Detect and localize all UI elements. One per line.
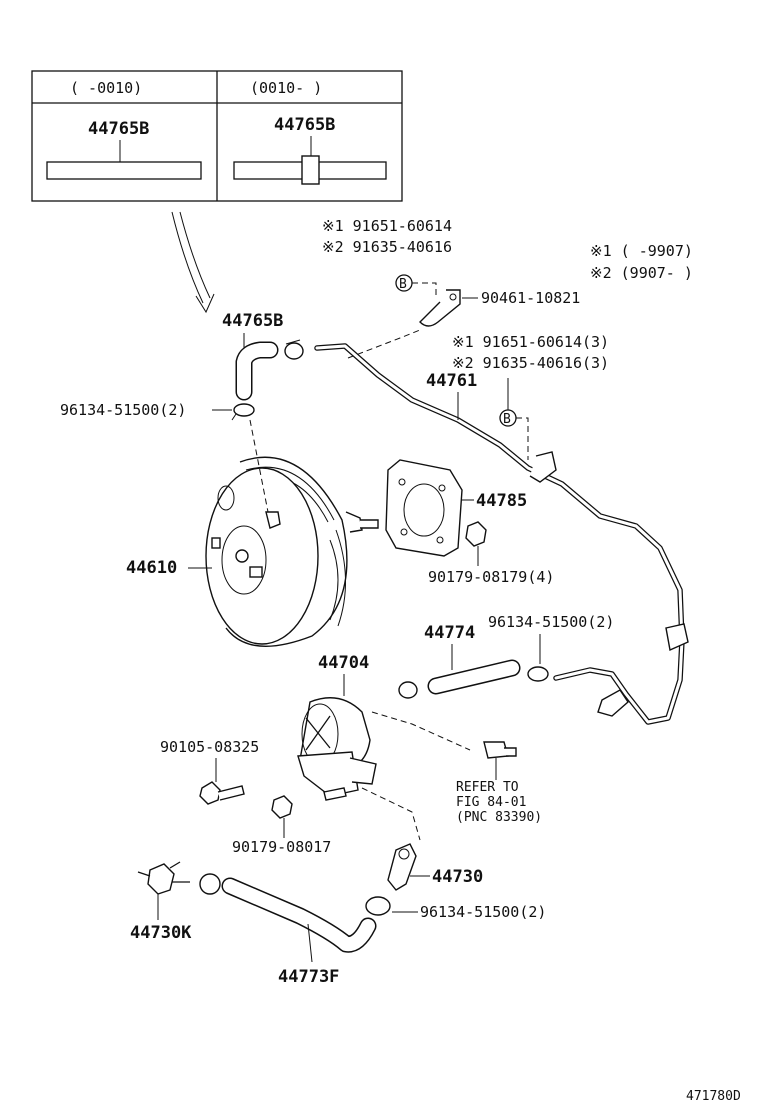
booster-center-boss — [221, 525, 267, 595]
label-44774: 44774 — [424, 623, 475, 643]
label-91635-mid: ※2 91635-40616(3) — [452, 354, 609, 372]
bolt-b-mid: B — [499, 409, 517, 427]
vacuum-pipe-44761 — [314, 343, 685, 725]
vacuum-pump-44704 — [297, 697, 377, 797]
hose-44773f — [221, 877, 377, 953]
label-91651-mid: ※1 91651-60614(3) — [452, 333, 609, 351]
clamp-upper-right — [284, 339, 304, 360]
pipe-bracket-lower — [597, 689, 629, 717]
inset-col1-header: ( -0010) — [70, 79, 142, 97]
pipe-bracket-upper — [529, 451, 557, 483]
clamp-44774-left — [398, 681, 418, 699]
stud-pump — [323, 787, 347, 801]
pipe-to-clip-dash — [347, 329, 421, 359]
check-valve-44730 — [387, 843, 417, 891]
booster-port-hole — [217, 485, 235, 511]
note-2: ※2 (9907- ) — [590, 264, 693, 282]
pump-bracket — [297, 751, 359, 797]
hose-44765b — [235, 341, 279, 401]
refer-line-1: REFER TO — [456, 780, 519, 795]
leader-44773f — [307, 923, 313, 963]
bolt-90105 — [199, 781, 245, 805]
inset-col2-joint — [301, 155, 320, 185]
label-44730: 44730 — [432, 867, 483, 887]
label-44704: 44704 — [318, 653, 369, 673]
pressure-sensor — [483, 741, 517, 759]
inset-col1-part: 44765B — [88, 119, 149, 139]
label-96134-b: 96134-51500(2) — [488, 613, 614, 631]
inset-pointer-arrow — [171, 211, 215, 314]
label-90179-b: 90179-08017 — [232, 838, 331, 856]
figure-number: 471780D — [686, 1089, 741, 1104]
inset-col2-header: (0010- ) — [250, 79, 322, 97]
hose-to-valve-dash — [249, 419, 269, 513]
nut-90179-b — [271, 795, 293, 819]
bolt-leader-mid — [516, 417, 529, 460]
pump-outlet — [349, 757, 377, 785]
label-44730k: 44730K — [130, 923, 192, 943]
booster-stud-1 — [249, 566, 263, 578]
label-96134-a: 96134-51500(2) — [60, 401, 186, 419]
booster-stud-2 — [211, 537, 221, 549]
pump-to-44730-dash — [361, 787, 421, 841]
label-44610: 44610 — [126, 558, 177, 578]
label-90461: 90461-10821 — [481, 289, 580, 307]
nut-90179-a — [465, 521, 487, 547]
note-1: ※1 ( -9907) — [590, 242, 693, 260]
clamp-44730 — [365, 896, 391, 916]
clip-90461 — [419, 289, 461, 327]
label-96134-c: 96134-51500(2) — [420, 903, 546, 921]
refer-line-2: FIG 84-01 — [456, 795, 526, 810]
label-44785: 44785 — [476, 491, 527, 511]
hose-44774 — [427, 659, 521, 695]
label-44765b: 44765B — [222, 311, 283, 331]
label-91651-top: ※1 91651-60614 — [322, 217, 452, 235]
clamp-44773f — [199, 873, 221, 895]
label-91635-top: ※2 91635-40616 — [322, 238, 452, 256]
variant-inset-table: ( -0010) (0010- ) 44765B 44765B — [31, 70, 403, 202]
bolt-b-top: B — [395, 274, 413, 292]
fitting-44730k — [137, 861, 190, 895]
brake-booster-44610 — [205, 456, 379, 647]
label-90105: 90105-08325 — [160, 738, 259, 756]
label-90179-a: 90179-08179(4) — [428, 568, 554, 586]
clamp-upper-left — [231, 403, 255, 421]
bolt-leader-top — [412, 282, 437, 298]
booster-rear-flange — [345, 511, 363, 533]
label-44773f: 44773F — [278, 967, 339, 987]
booster-front-face — [205, 467, 319, 645]
inset-col2-part: 44765B — [274, 115, 335, 135]
gasket-44785 — [385, 459, 463, 557]
inset-col1-hose — [46, 161, 202, 180]
circle-b-mid-text: B — [503, 412, 511, 427]
refer-line-3: (PNC 83390) — [456, 810, 542, 825]
pump-to-sensor-dash — [371, 711, 471, 751]
clamp-44774-right — [527, 666, 549, 682]
booster-rear-stud — [360, 519, 379, 529]
circle-b-top-text: B — [399, 277, 407, 292]
check-valve — [265, 511, 281, 529]
pipe-bracket-right — [665, 623, 689, 652]
label-44761: 44761 — [426, 371, 477, 391]
